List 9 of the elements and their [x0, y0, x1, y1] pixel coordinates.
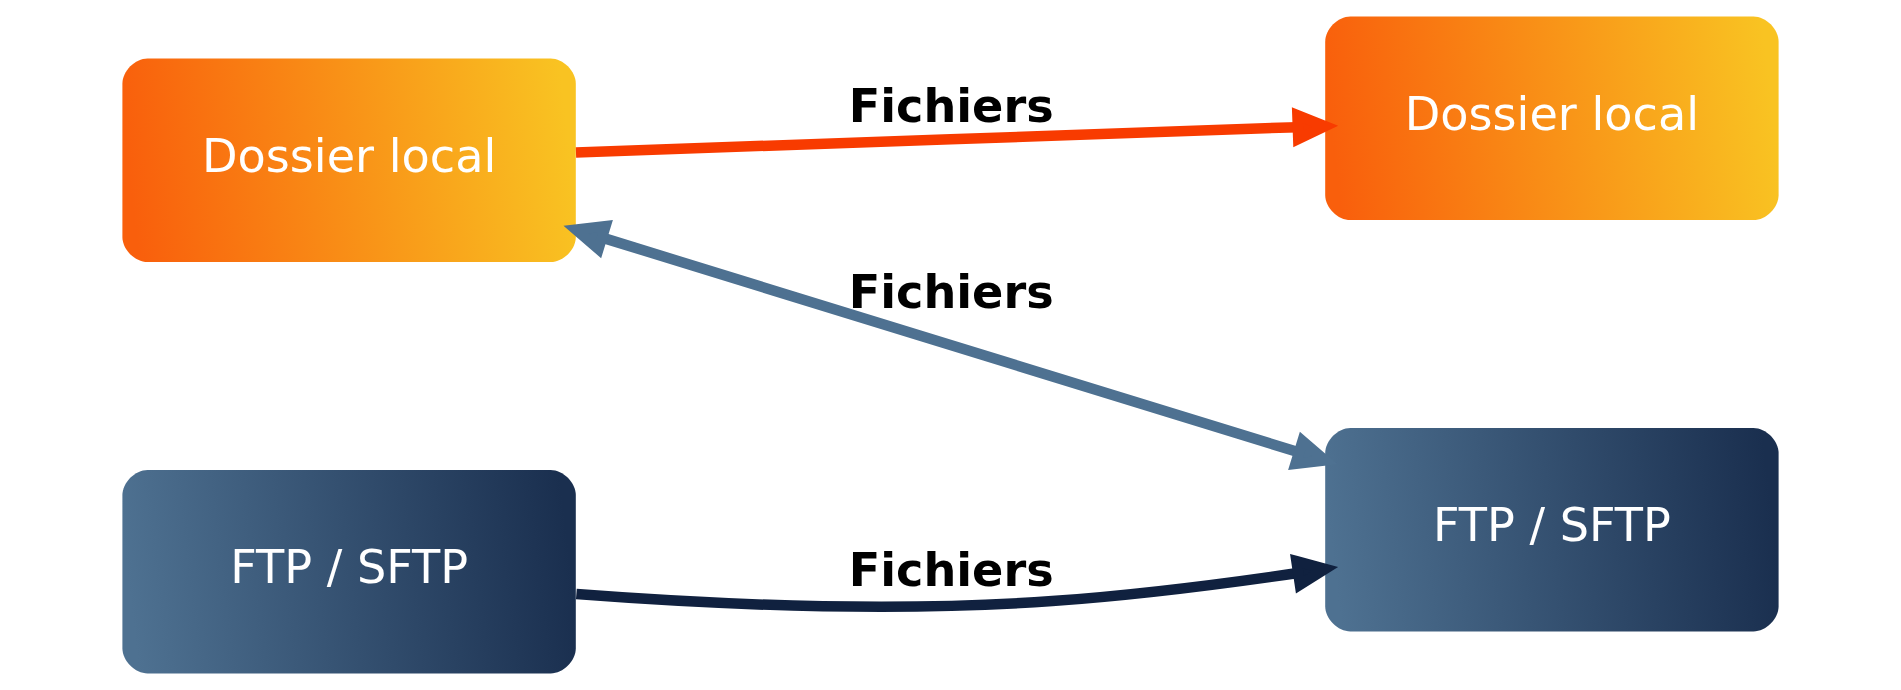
edge-label: Fichiers — [848, 78, 1054, 133]
node-box: FTP / SFTP — [122, 469, 576, 674]
node-box: Dossier local — [122, 58, 576, 263]
edge-label: Fichiers — [848, 542, 1054, 597]
node-box: Dossier local — [1325, 16, 1779, 221]
arrow — [575, 553, 1339, 612]
node-box: FTP / SFTP — [1325, 427, 1779, 632]
edge-label: Fichiers — [848, 265, 1054, 320]
arrow — [575, 107, 1339, 158]
